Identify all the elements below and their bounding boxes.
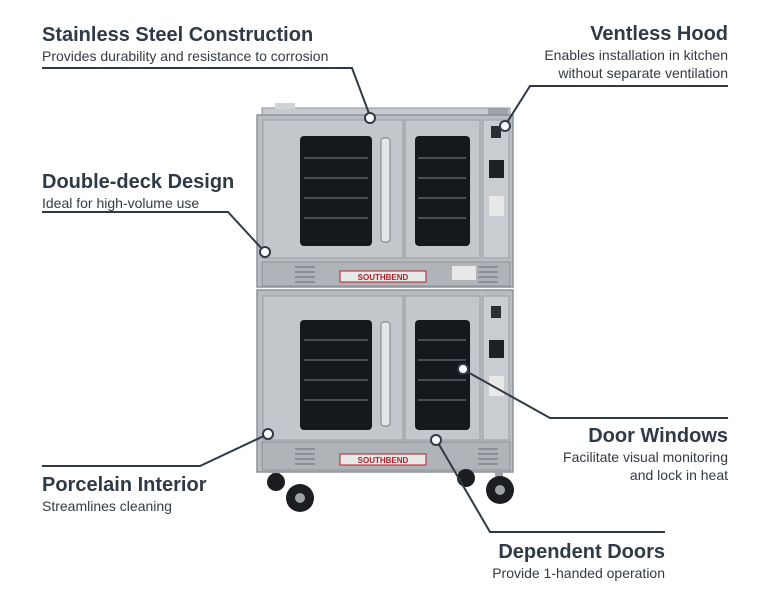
lower-brand-plate (339, 453, 427, 466)
callout-description-line-2: without separate ventilation (558, 65, 728, 81)
lower-oven-deck: SOUTHBEND (256, 289, 514, 473)
leader-ventless (505, 85, 728, 125)
callout-description-line-2: and lock in heat (629, 467, 728, 483)
leader-double (42, 211, 264, 251)
callout-description: Provides durability and resistance to co… (42, 48, 329, 64)
callout-description: Provide 1-handed operation (492, 565, 665, 581)
upper-control-panel (482, 119, 510, 259)
convection-oven-illustration: SOUTHBEND (256, 103, 514, 512)
upper-door-handle (380, 137, 391, 243)
callout-title: Dependent Doors (498, 541, 665, 563)
leader-dots (259, 112, 511, 446)
callout-stainless-steel: Stainless Steel Construction Provides du… (42, 23, 328, 65)
upper-right-door-window (415, 136, 470, 246)
leader-door (463, 369, 728, 419)
callout-title: Stainless Steel Construction (42, 24, 314, 46)
callout-double-deck: Double-deck Design Ideal for high-volume… (42, 170, 234, 212)
leader-stainless (42, 67, 371, 117)
callout-description-line-1: Enables installation in kitchen (544, 47, 728, 63)
callout-dependent-doors: Dependent Doors Provide 1-handed operati… (492, 540, 665, 582)
callout-description-line-1: Facilitate visual monitoring (563, 449, 728, 465)
lower-brand-text: SOUTHBEND (358, 456, 409, 465)
callout-title: Porcelain Interior (42, 474, 207, 496)
callout-title: Ventless Hood (590, 23, 728, 45)
callout-door-windows: Door Windows Facilitate visual monitorin… (563, 424, 728, 484)
callout-title: Double-deck Design (42, 171, 235, 193)
callout-description: Streamlines cleaning (42, 498, 172, 514)
callout-porcelain-interior: Porcelain Interior Streamlines cleaning (42, 473, 207, 515)
lower-control-panel (482, 295, 510, 441)
leader-dependent (436, 440, 665, 533)
lower-right-door-window (415, 320, 470, 430)
lower-left-door-window (300, 320, 372, 430)
lower-door-handle (380, 321, 391, 427)
upper-oven-deck: SOUTHBEND (256, 114, 514, 288)
leader-lines (42, 67, 728, 533)
callout-title: Door Windows (588, 425, 728, 447)
caster-wheels (267, 469, 514, 512)
leader-porcelain (42, 434, 267, 467)
upper-brand-text: SOUTHBEND (358, 273, 409, 282)
upper-left-door-window (300, 136, 372, 246)
upper-brand-plate (339, 270, 427, 283)
callout-ventless-hood: Ventless Hood Enables installation in ki… (544, 22, 728, 82)
callout-description: Ideal for high-volume use (42, 195, 200, 211)
